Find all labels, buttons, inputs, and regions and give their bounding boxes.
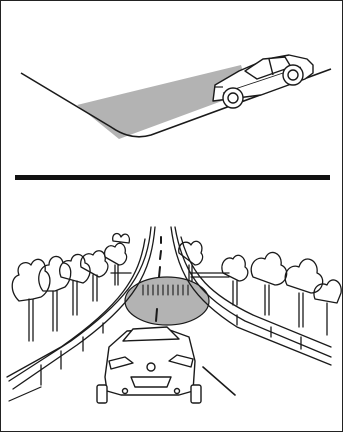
- bottom-panel-road-scene: [1, 181, 344, 433]
- panel-divider: [15, 175, 330, 180]
- slope-illustration: [1, 1, 344, 173]
- car-emblem: [147, 363, 155, 371]
- car-rear-view: [97, 327, 201, 403]
- rear-right-tire: [191, 385, 201, 403]
- car-side-view: [213, 55, 313, 108]
- lane-marking-right: [203, 367, 235, 395]
- road-illustration: [1, 181, 344, 433]
- trees-left: [12, 234, 129, 341]
- top-panel-slope-scene: [1, 1, 344, 173]
- rear-left-tire: [97, 385, 107, 403]
